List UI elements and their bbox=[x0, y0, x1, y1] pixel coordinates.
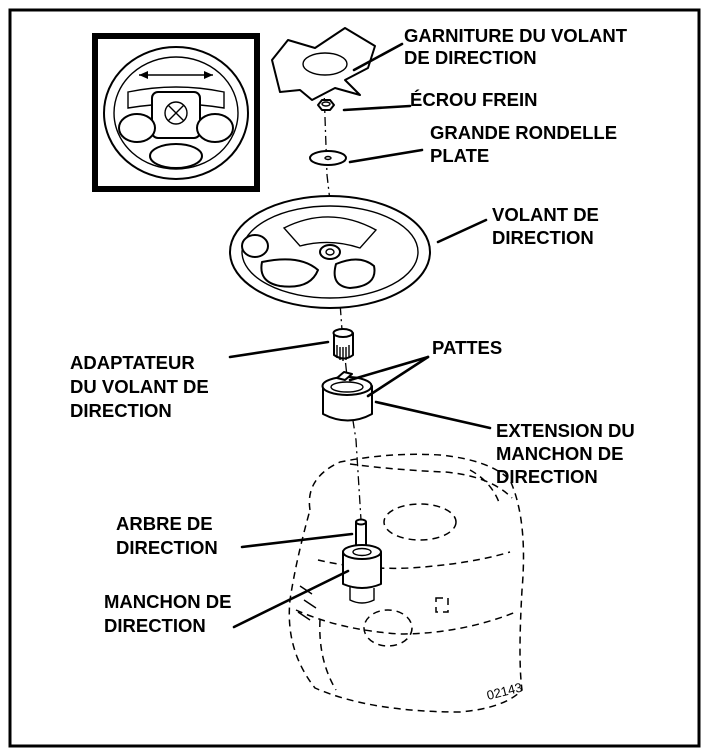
label-sleeve-extension: EXTENSION DU MANCHON DE DIRECTION bbox=[496, 420, 640, 487]
label-adapter: ADAPTATEUR DU VOLANT DE DIRECTION bbox=[70, 352, 214, 421]
inset-steering-wheel-top-view bbox=[92, 33, 260, 192]
label-steering-wheel: VOLANT DE DIRECTION bbox=[492, 204, 604, 248]
label-washer: GRANDE RONDELLE PLATE bbox=[430, 122, 622, 166]
leader-lines bbox=[228, 42, 492, 629]
steering-sleeve bbox=[342, 544, 382, 604]
steering-wheel bbox=[229, 195, 431, 309]
large-flat-washer bbox=[309, 150, 347, 166]
label-lock-nut: ÉCROU FREIN bbox=[410, 89, 537, 110]
steering-wheel-trim bbox=[271, 27, 376, 101]
label-shaft: ARBRE DE DIRECTION bbox=[116, 513, 218, 558]
steering-wheel-adapter bbox=[332, 328, 354, 361]
steering-sleeve-extension bbox=[321, 371, 373, 422]
lock-nut bbox=[317, 99, 335, 111]
label-sleeve: MANCHON DE DIRECTION bbox=[104, 591, 237, 636]
label-trim: GARNITURE DU VOLANT DE DIRECTION bbox=[404, 25, 632, 68]
label-tabs: PATTES bbox=[432, 337, 502, 358]
